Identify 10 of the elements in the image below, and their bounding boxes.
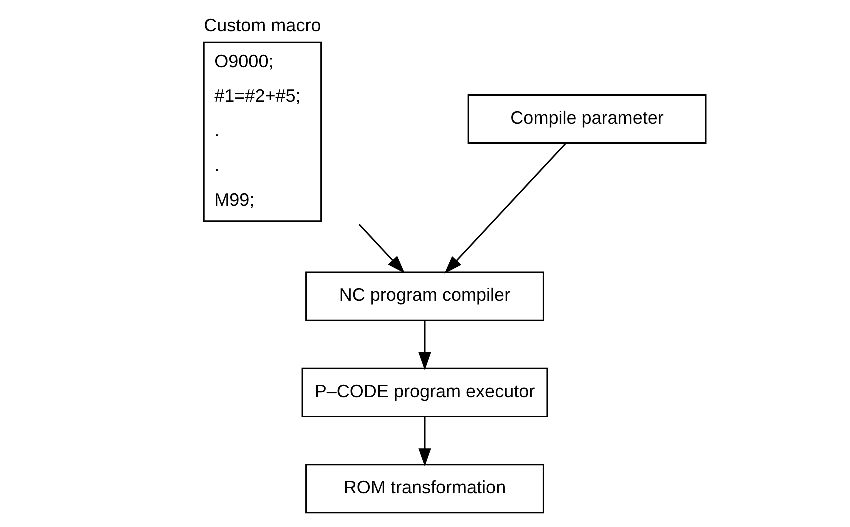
node-box: NC program compiler <box>306 272 544 322</box>
node-box: P–CODE program executor <box>302 368 548 418</box>
node-box: ROM transformation <box>306 464 544 514</box>
arrow <box>358 224 406 274</box>
arrow <box>418 416 432 467</box>
node-box: Compile parameter <box>468 94 707 144</box>
node-box: O9000; #1=#2+#5; . . M99; <box>203 42 322 222</box>
arrow <box>444 143 567 274</box>
node-label: Custom macro <box>204 15 322 36</box>
arrow <box>418 320 432 370</box>
